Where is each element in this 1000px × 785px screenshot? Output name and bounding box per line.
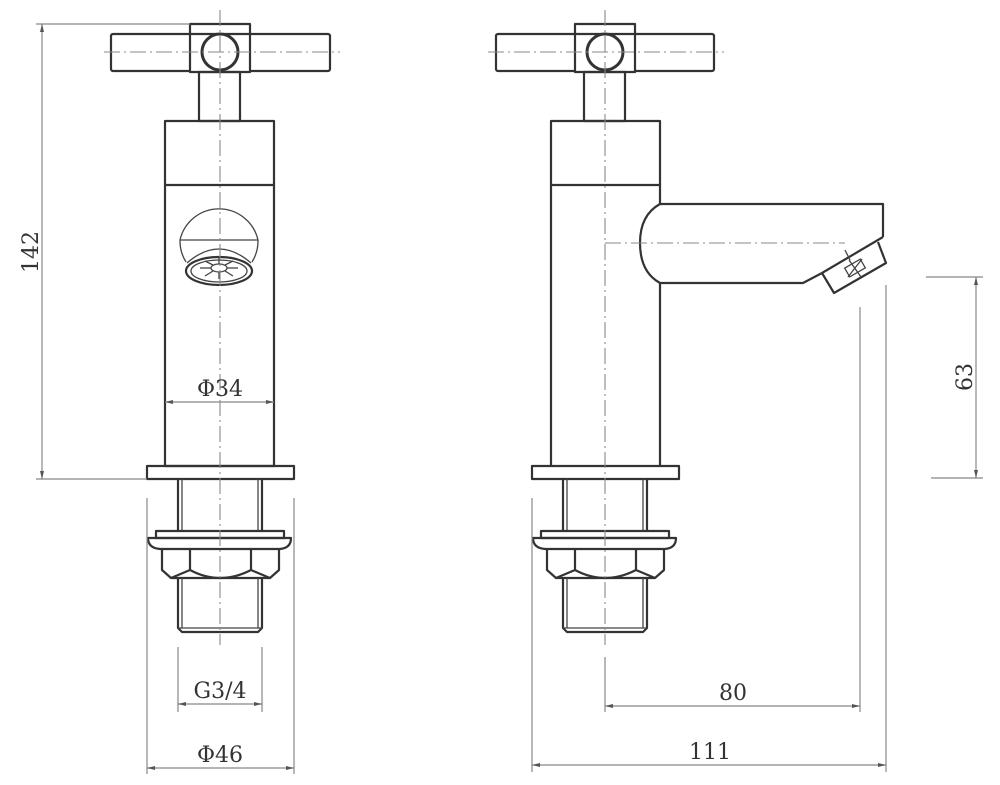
label-outlet-height: 63 [953,363,978,391]
dimension-outlet-height: 63 [926,276,983,479]
dimension-thread-size: G3/4 [177,647,263,712]
label-overall-height: 142 [19,231,44,273]
dimension-body-diameter: Φ34 [165,377,274,404]
label-thread-size: G3/4 [194,679,247,704]
side-shank [561,479,649,531]
front-shank [176,479,264,531]
dimension-spout-reach: 80 [604,307,861,712]
side-view [488,10,888,645]
label-overall-depth: 111 [689,740,731,765]
dimension-base-diameter: Φ46 [146,498,295,774]
label-spout-reach: 80 [719,681,747,706]
dimension-overall-height: 142 [19,23,190,480]
dimension-overall-depth: 111 [531,285,887,772]
label-base-diameter: Φ46 [197,743,243,768]
front-outlet-aerator [179,208,259,287]
front-view [104,10,340,645]
side-outlet-aerator [821,241,888,295]
label-body-diameter: Φ34 [197,377,243,402]
